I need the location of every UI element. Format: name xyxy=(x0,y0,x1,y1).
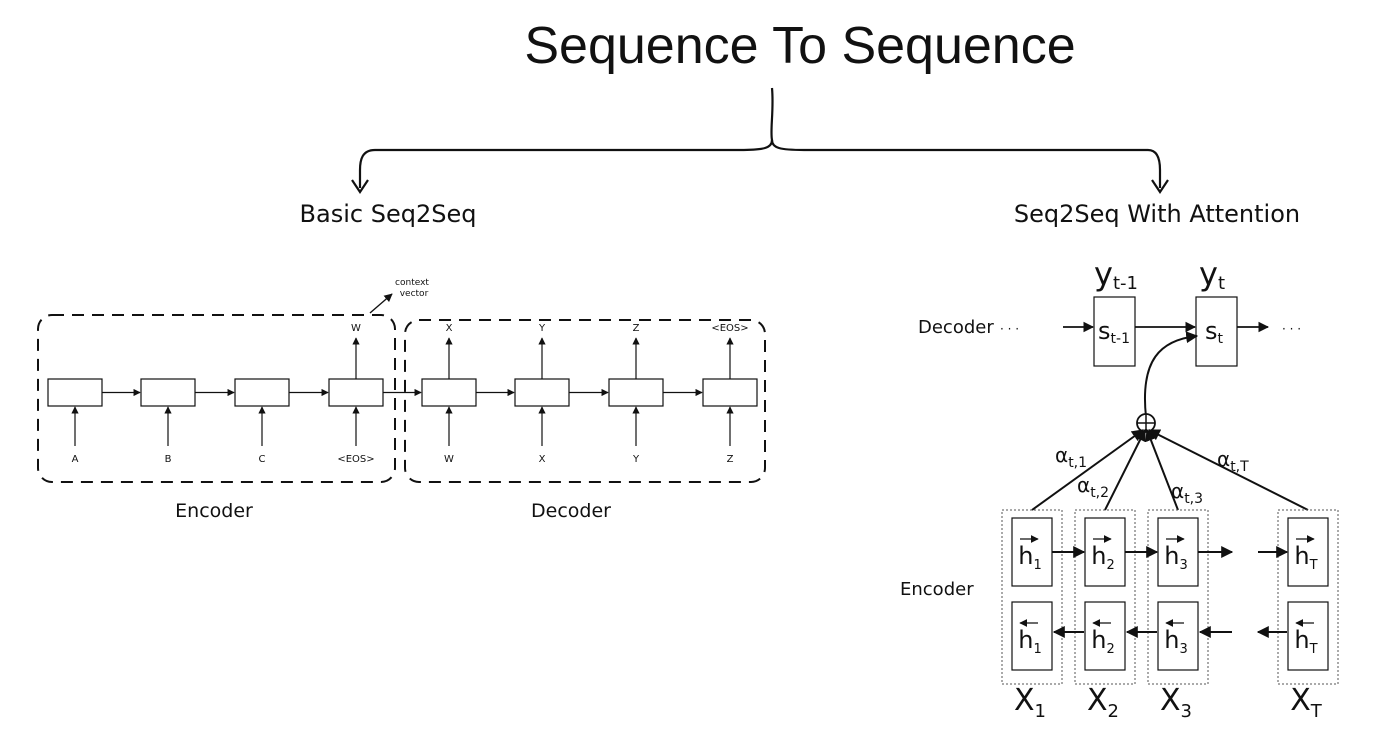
attention-seq2seq: Decoder · · · st-1 st · · · yt-1 yt αt xyxy=(900,255,1339,722)
page-title: Sequence To Sequence xyxy=(524,17,1075,75)
title-brace xyxy=(351,87,1169,194)
alpha-3-label: αt,3 xyxy=(1171,479,1203,507)
backward-h-label: h1 xyxy=(1018,626,1042,657)
context-label-line2: vector xyxy=(400,289,429,299)
branch-attention-label: Seq2Seq With Attention xyxy=(1014,200,1300,228)
encoder-input-label: X3 xyxy=(1160,683,1192,722)
backward-h-box xyxy=(1011,601,1053,671)
decoder-caption: Decoder xyxy=(531,500,611,522)
token-output-label: W xyxy=(351,323,361,334)
token-input-label: X xyxy=(539,454,546,465)
encoder-cell xyxy=(47,378,103,407)
encoder-input-label: X2 xyxy=(1087,683,1119,722)
token-input-label: C xyxy=(259,454,266,465)
context-label-line1: context xyxy=(395,278,429,288)
encoder-input-label: X1 xyxy=(1014,683,1046,722)
forward-h-box xyxy=(1011,517,1053,587)
s-prev-box xyxy=(1093,296,1136,367)
s-prev-label: st-1 xyxy=(1098,317,1130,347)
token-output-label: Z xyxy=(633,323,640,334)
token-input-label: W xyxy=(444,454,454,465)
backward-h-box xyxy=(1084,601,1126,671)
encoder-column xyxy=(1074,509,1136,685)
alpha-t-label: αt,T xyxy=(1217,447,1249,475)
basic-seq2seq: context vector A B C <EOS> W W X X Y Y Z Z <EOS> Enc… xyxy=(37,278,766,522)
encoder-column xyxy=(1001,509,1063,685)
token-input-label: <EOS> xyxy=(337,454,374,465)
forward-h-box xyxy=(1287,517,1329,587)
backward-h-label: hT xyxy=(1294,626,1317,657)
forward-h-label: h3 xyxy=(1164,542,1188,573)
encoder-cell xyxy=(140,378,196,407)
context-curve xyxy=(1144,331,1199,418)
forward-h-label: h1 xyxy=(1018,542,1042,573)
encoder-cell xyxy=(328,378,384,407)
decoder-trailing-dots: · · · xyxy=(1282,322,1301,336)
decoder-cell xyxy=(514,378,570,407)
decoder-cell xyxy=(702,378,758,407)
forward-h-box xyxy=(1084,517,1126,587)
backward-h-label: h2 xyxy=(1091,626,1115,657)
forward-h-label: hT xyxy=(1294,542,1317,573)
token-output-label: <EOS> xyxy=(711,323,748,334)
alpha-1-label: αt,1 xyxy=(1055,443,1087,471)
decoder-dashed-box xyxy=(404,319,766,483)
encoder-dashed-box xyxy=(37,314,396,483)
backward-h-box xyxy=(1287,601,1329,671)
s-t-box xyxy=(1195,296,1238,367)
encoder-caption: Encoder xyxy=(175,500,253,522)
alpha-2-label: αt,2 xyxy=(1077,473,1109,501)
attention-weight-line xyxy=(1031,429,1144,511)
attention-encoder-label: Encoder xyxy=(900,579,974,600)
token-input-label: A xyxy=(72,454,79,465)
token-input-label: Z xyxy=(727,454,734,465)
backward-h-box xyxy=(1157,601,1199,671)
decoder-cell xyxy=(421,378,477,407)
attention-weight-line xyxy=(1145,428,1179,511)
attention-decoder-label: Decoder xyxy=(918,317,994,338)
encoder-cell xyxy=(234,378,290,407)
forward-h-box xyxy=(1157,517,1199,587)
y-t-label: yt xyxy=(1199,255,1225,294)
encoder-input-label: XT xyxy=(1290,683,1323,722)
s-t-label: st xyxy=(1205,317,1224,347)
encoder-column xyxy=(1277,509,1339,685)
token-output-label: X xyxy=(446,323,453,334)
token-output-label: Y xyxy=(538,323,546,334)
context-vector-arrow xyxy=(369,293,393,314)
token-input-label: B xyxy=(165,454,172,465)
branch-basic-label: Basic Seq2Seq xyxy=(300,200,477,228)
decoder-leading-dots: · · · xyxy=(1000,322,1019,336)
attention-weight-line xyxy=(1104,428,1146,511)
token-input-label: Y xyxy=(632,454,640,465)
attention-weight-line xyxy=(1147,429,1309,511)
encoder-column xyxy=(1147,509,1209,685)
y-prev-label: yt-1 xyxy=(1094,255,1138,294)
decoder-cell xyxy=(608,378,664,407)
forward-h-label: h2 xyxy=(1091,542,1115,573)
backward-h-label: h3 xyxy=(1164,626,1188,657)
